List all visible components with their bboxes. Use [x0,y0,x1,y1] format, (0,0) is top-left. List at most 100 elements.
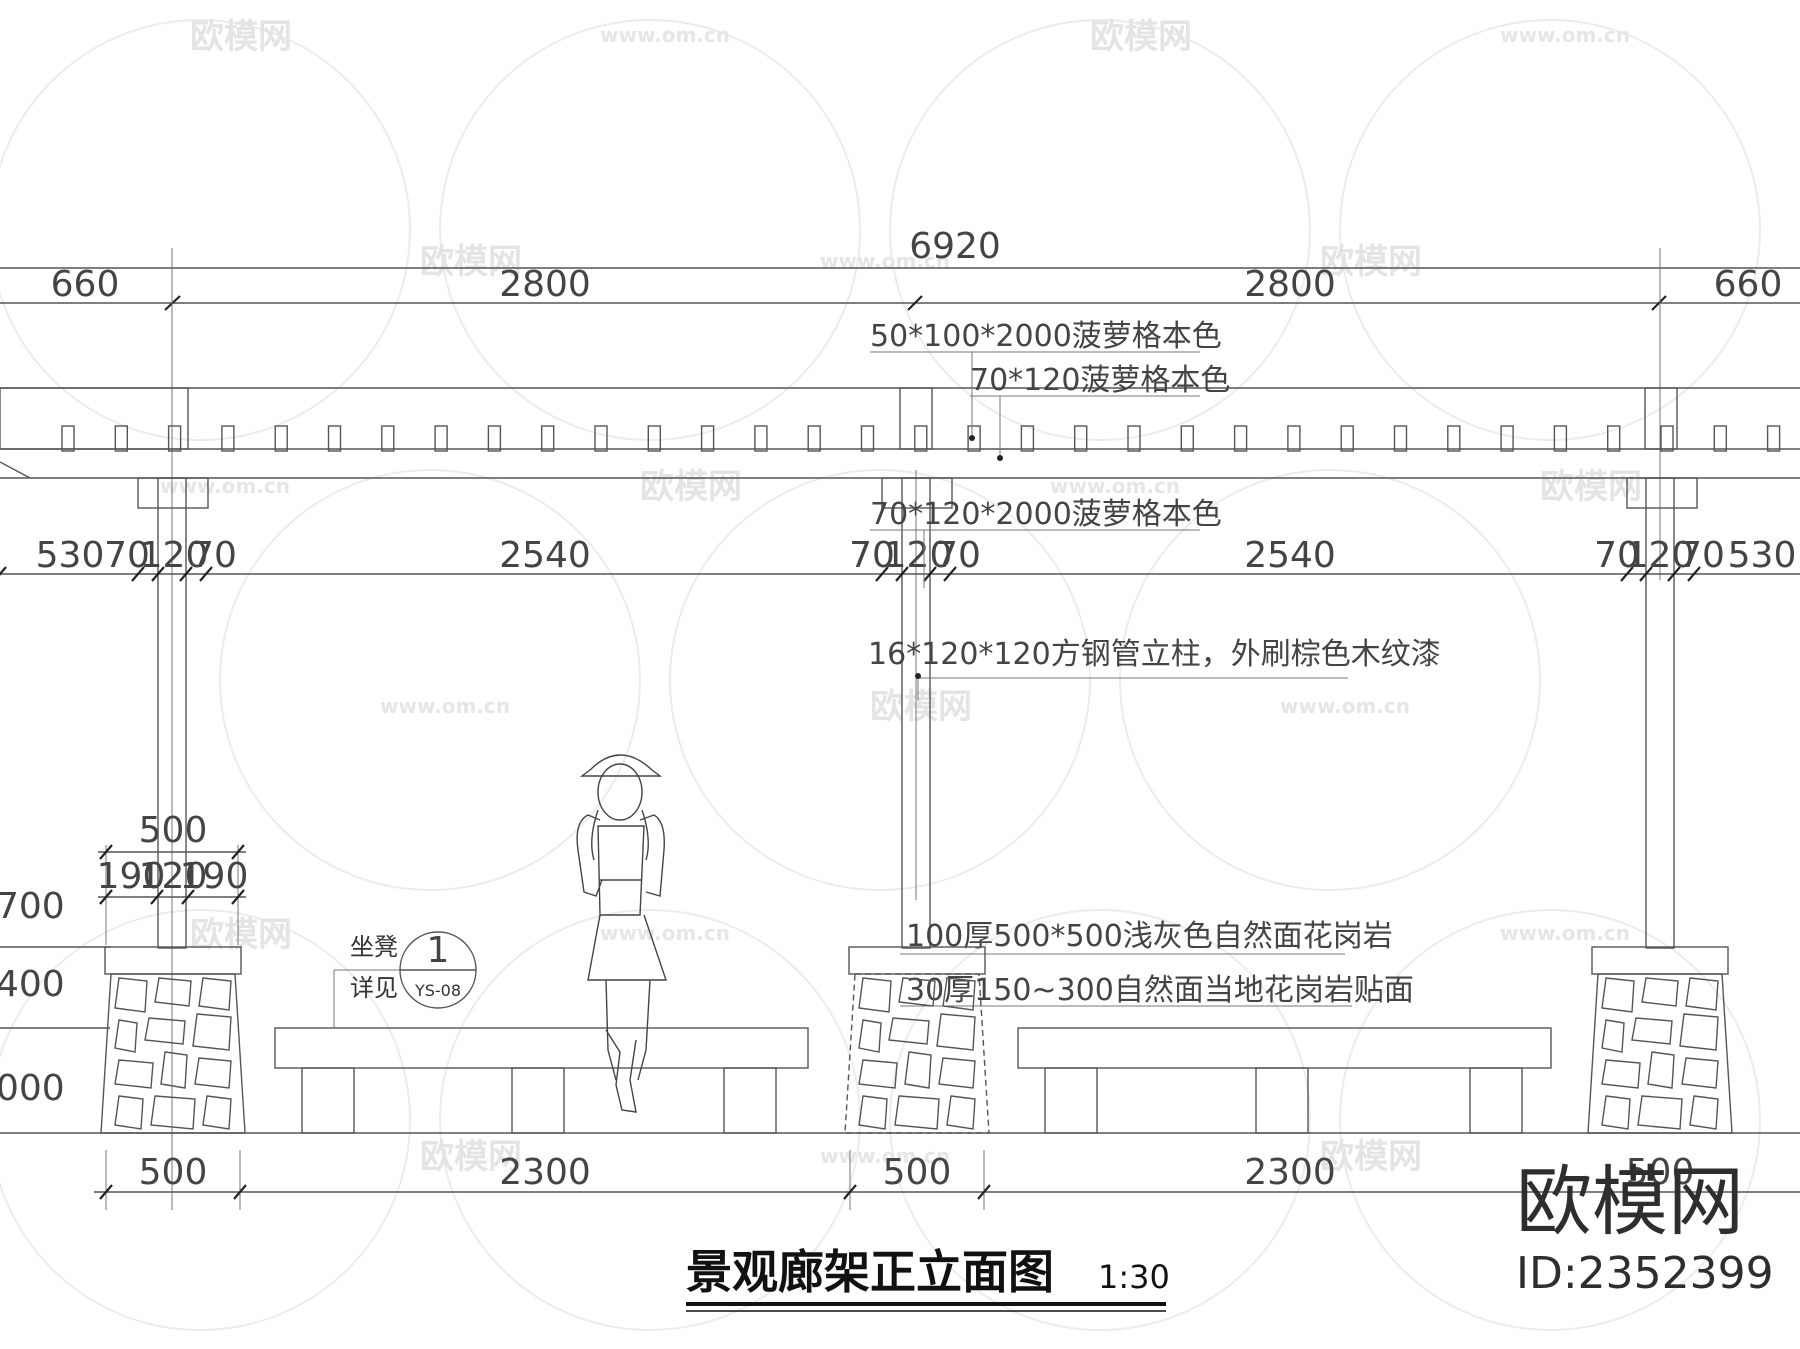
joist [860,425,875,452]
benches [274,1027,1552,1134]
joist [1340,425,1354,452]
dimension-tick [179,566,193,582]
brand-logo: 欧模网 [1516,1157,1744,1246]
post-dim-label: 120 [140,535,209,576]
drawing-title-block: 景观廊架正立面图 1:30 [686,1245,1170,1312]
facing-stone [192,1013,232,1051]
facing-stone [1631,1017,1673,1045]
facing-stone [114,977,148,1013]
joist [1606,425,1621,452]
watermark-url: www.om.cn [1280,694,1410,718]
bottom-dim-label: 500 [1626,1152,1695,1193]
watermark-logo: 欧模网 [420,242,522,282]
segment-label: 2800 [1244,264,1336,305]
bench-left [274,1027,809,1134]
facing-stone [194,1057,232,1089]
stone-pier [1587,946,1733,1134]
cap-stone-note: 100厚500*500浅灰色自然面花岗岩 [906,919,1393,954]
facing-stone [1685,977,1719,1011]
post-note: 16*120*120方钢管立柱，外刷棕色木纹漆 [868,637,1441,672]
facing-stone [114,1095,144,1130]
joist [114,425,129,452]
facing-stone [1601,1019,1625,1053]
watermark-url: www.om.cn [600,921,730,945]
bench-detail-callout: 坐凳 详见 1 YS-08 [333,930,477,1028]
dimension-tick [1667,566,1681,582]
detail-sheet: YS-08 [414,981,461,1000]
elevation-label: 700 [0,886,65,927]
joist [1287,425,1301,452]
joist [1447,425,1461,452]
facing-stone [1641,977,1679,1007]
joist [1233,425,1248,452]
post-dim-label: 530 [36,535,105,576]
facing-stone [858,977,892,1013]
facing-stone [198,977,232,1011]
brand-stamp: 欧模网 ID:2352399 [1516,1157,1774,1299]
facing-stone [1601,1095,1631,1130]
post-extension-lines [171,248,1661,1210]
watermark-logo: 欧模网 [870,687,972,727]
post-dim-label: 120 [884,535,953,576]
dimension-tick [895,566,909,582]
overall-width-label: 6920 [909,226,1001,267]
joist [594,425,608,452]
watermark-url: www.om.cn [600,23,730,47]
post-dim-label: 70 [849,535,895,576]
facing-stone [894,1095,940,1130]
pier-cap-width: 500 [139,810,208,851]
dimension-tick [151,566,165,582]
bench-label: 坐凳 [350,933,398,961]
dimension-tick [943,566,957,582]
pier-facing-note: 30厚150~300自然面当地花岗岩贴面 [906,973,1414,1008]
bottom-dim-label: 2300 [499,1152,591,1193]
watermark-logo: 欧模网 [1090,17,1192,57]
facing-stone [1689,1095,1719,1130]
joist [1073,425,1088,452]
facing-stone [888,1017,930,1045]
bottom-dim-label: 500 [139,1152,208,1193]
facing-stone [1601,1059,1641,1089]
post-dim-label: 70 [1594,535,1640,576]
dimension-tick [923,566,937,582]
watermark-url: www.om.cn [380,694,510,718]
watermark-layer: 欧模网 欧模网 www.om.cn www.om.cn 欧模网 欧模网 www.… [0,17,1761,1331]
dimension-tick [199,566,213,582]
drawing-scale: 1:30 [1098,1258,1170,1296]
post-span-label: 2540 [499,535,591,576]
segment-label: 660 [1714,264,1783,305]
joist [967,425,981,452]
segment-label: 2800 [499,264,591,305]
joist [807,425,821,452]
joist-row [61,425,1781,452]
watermark-logo: 欧模网 [1540,467,1642,507]
pier-cap-part: 190 [97,856,166,897]
joist [1660,425,1674,452]
dimension-tick [0,566,7,576]
brand-id: ID:2352399 [1516,1248,1774,1299]
joist [1766,425,1781,452]
post-dim-label: 530 [1728,535,1797,576]
watermark-url: www.om.cn [1500,921,1630,945]
watermark-url: www.om.cn [820,249,950,273]
post-dim-label: 70 [1679,535,1725,576]
joist [1713,425,1728,452]
facing-stone [938,1057,976,1089]
post-dim-label: 120 [1626,535,1695,576]
drawing-title: 景观廊架正立面图 [686,1245,1054,1299]
post-dim-label: 70 [191,535,237,576]
joist [327,425,342,452]
watermark-logo: 欧模网 [1320,242,1422,282]
facing-stone [114,1059,154,1089]
facing-stone [202,1095,232,1130]
dimension-tick [1687,566,1701,582]
bottom-dimension-chain: 500 2300 500 2300 500 [0,1132,1800,1210]
facing-stone [858,1059,898,1089]
material-annotations: 50*100*2000菠萝格本色 70*120菠萝格本色 70*120*2000… [868,319,1441,1008]
facing-stone [160,1051,188,1089]
post-span-label: 2540 [1244,535,1336,576]
facing-stone [1679,1013,1719,1051]
facing-stone [150,1095,196,1130]
joist [754,425,768,452]
